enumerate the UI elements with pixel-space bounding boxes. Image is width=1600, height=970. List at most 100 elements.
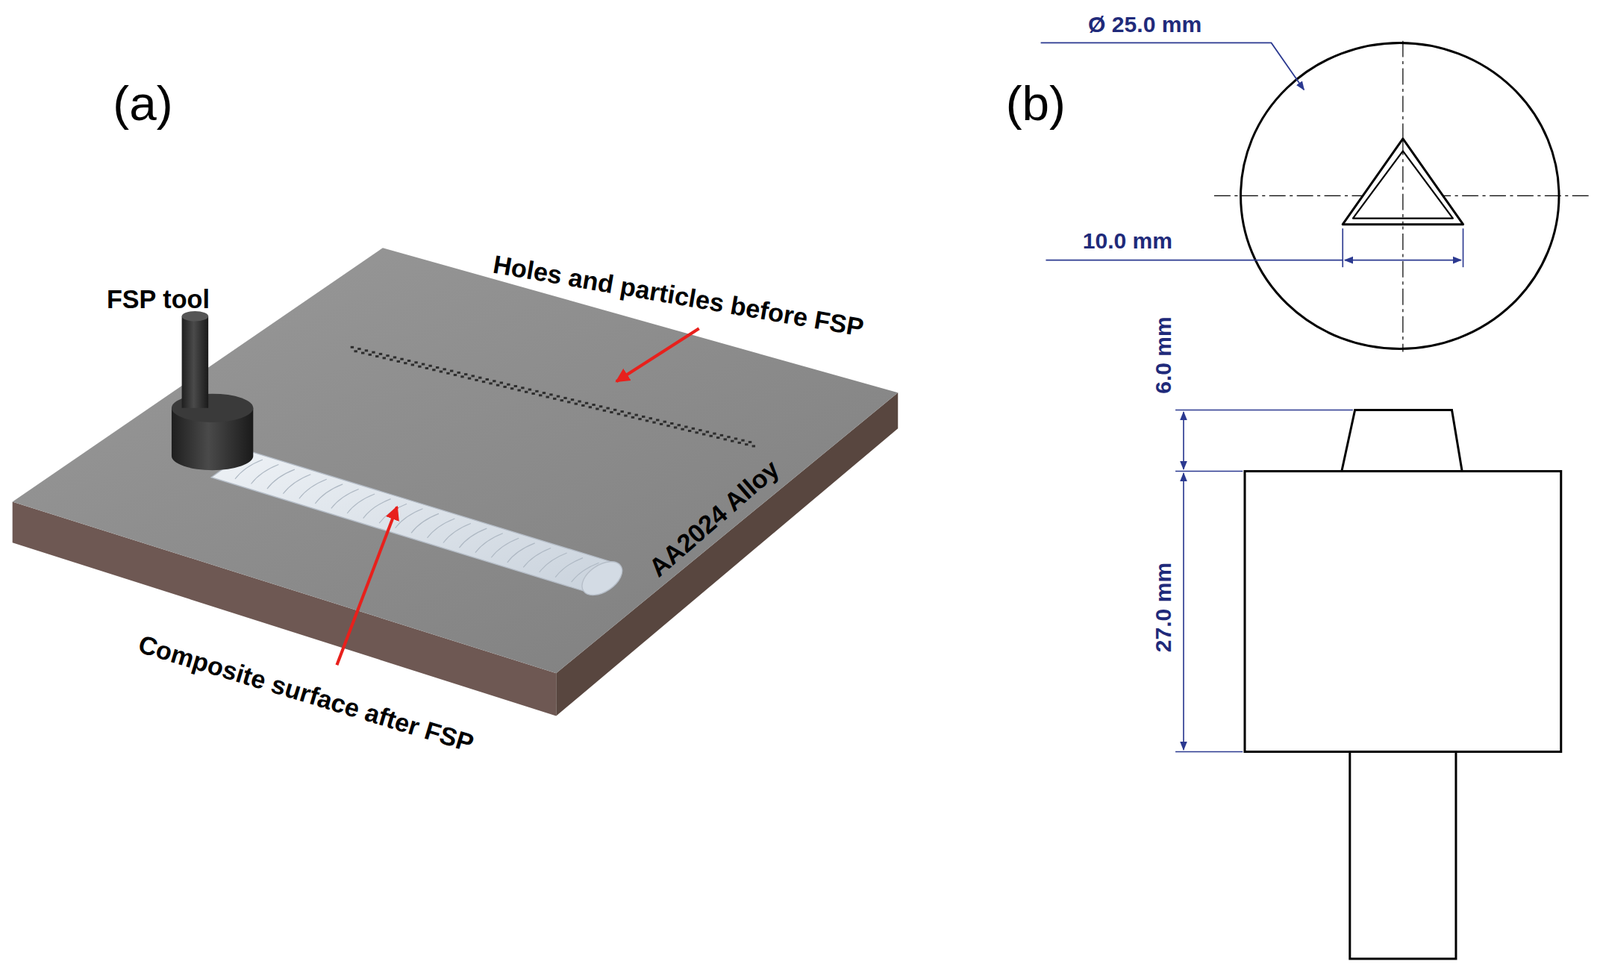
hole-mark [730, 440, 734, 443]
hole-mark [520, 386, 524, 389]
hole-mark [673, 426, 677, 429]
hole-mark [708, 435, 712, 438]
panel-letter: (a) [112, 76, 173, 131]
hole-mark [734, 437, 738, 440]
dimension-line [1344, 259, 1462, 262]
strip-ripples [235, 459, 599, 583]
hole-mark [567, 400, 571, 403]
dimension-text: 10.0 mm [1082, 228, 1173, 253]
hole-mark [371, 351, 375, 354]
hole-mark [368, 353, 372, 356]
extension-line [1175, 470, 1243, 473]
hole-mark [460, 375, 464, 378]
hole-mark [620, 410, 624, 413]
hole-mark [577, 400, 581, 403]
part-label: Composite surface after FSP [135, 629, 477, 758]
hole-mark [439, 370, 443, 374]
fsp-tool [171, 311, 253, 471]
hole-mark [574, 402, 578, 406]
hole-mark [435, 366, 439, 369]
hole-mark [688, 429, 692, 433]
hole-mark [446, 372, 450, 375]
hole-mark [382, 356, 386, 359]
hole-mark [353, 350, 357, 353]
hole-mark [538, 394, 542, 397]
dimension-10 [1045, 228, 1463, 268]
hole-mark [752, 444, 756, 448]
hole-mark [403, 361, 407, 365]
dimension-text: 27.0 mm [1150, 561, 1176, 652]
hole-mark [524, 391, 528, 394]
hole-mark [649, 417, 653, 420]
hole-mark [528, 388, 532, 392]
dimension-vertical [1175, 410, 1353, 753]
extension-line [1462, 228, 1465, 268]
hole-mark [641, 415, 645, 418]
hole-mark [670, 422, 674, 425]
hole-mark [716, 436, 720, 439]
hole-mark [635, 414, 639, 417]
hole-mark [450, 370, 453, 373]
hole-mark [517, 388, 521, 392]
shoulder-profile [1244, 471, 1562, 753]
hole-mark [453, 373, 457, 377]
part-label: FSP tool [106, 285, 210, 315]
hole-mark [744, 443, 748, 446]
hole-mark [478, 376, 482, 380]
hole-mark [361, 352, 365, 355]
hole-mark [506, 383, 510, 386]
hole-mark [613, 408, 617, 412]
shank-profile [1350, 751, 1456, 959]
hole-mark [631, 416, 635, 419]
strip-body [211, 450, 618, 592]
hole-mark [375, 355, 379, 358]
holes-row [350, 346, 756, 448]
hole-mark [502, 385, 506, 389]
hole-mark [482, 380, 486, 383]
hole-mark [627, 411, 631, 415]
dimension-text: Ø 25.0 mm [1088, 11, 1202, 37]
part-label: AA2024 Alloy [644, 454, 786, 583]
hole-mark [666, 424, 670, 427]
hole-mark [599, 405, 603, 408]
tool-side-view [1244, 410, 1562, 959]
hole-mark [563, 397, 567, 400]
hole-mark [393, 355, 397, 359]
triangle-pin [1342, 138, 1463, 225]
hole-mark [397, 360, 400, 363]
hole-mark [645, 419, 649, 422]
hole-mark [570, 398, 574, 401]
hole-mark [663, 420, 667, 424]
hole-mark [492, 379, 496, 383]
hole-mark [591, 403, 595, 406]
ripple [571, 562, 600, 583]
tool-top-view [1214, 41, 1592, 353]
hole-mark [605, 407, 609, 410]
pin-profile [1341, 410, 1462, 472]
hole-mark [531, 392, 535, 395]
hole-mark [350, 346, 354, 349]
hole-mark [496, 384, 500, 387]
hole-mark [471, 374, 475, 377]
hole-mark [500, 381, 503, 384]
panel-letter: (b) [1005, 76, 1066, 131]
hole-mark [617, 412, 621, 415]
hole-mark [677, 423, 681, 427]
hole-mark [385, 354, 389, 357]
hole-mark [514, 385, 518, 388]
tool-shank [182, 316, 209, 409]
hole-mark [457, 371, 461, 374]
red-arrow [616, 328, 700, 382]
hole-mark [723, 438, 727, 441]
hole-mark [488, 382, 492, 385]
leader-line [1041, 42, 1305, 90]
hole-mark [702, 433, 706, 436]
dimension-line [1182, 411, 1185, 470]
hole-mark [421, 363, 425, 366]
hole-mark [432, 368, 436, 371]
hole-mark [585, 402, 589, 405]
hole-mark [442, 367, 446, 371]
hole-mark [425, 367, 429, 370]
